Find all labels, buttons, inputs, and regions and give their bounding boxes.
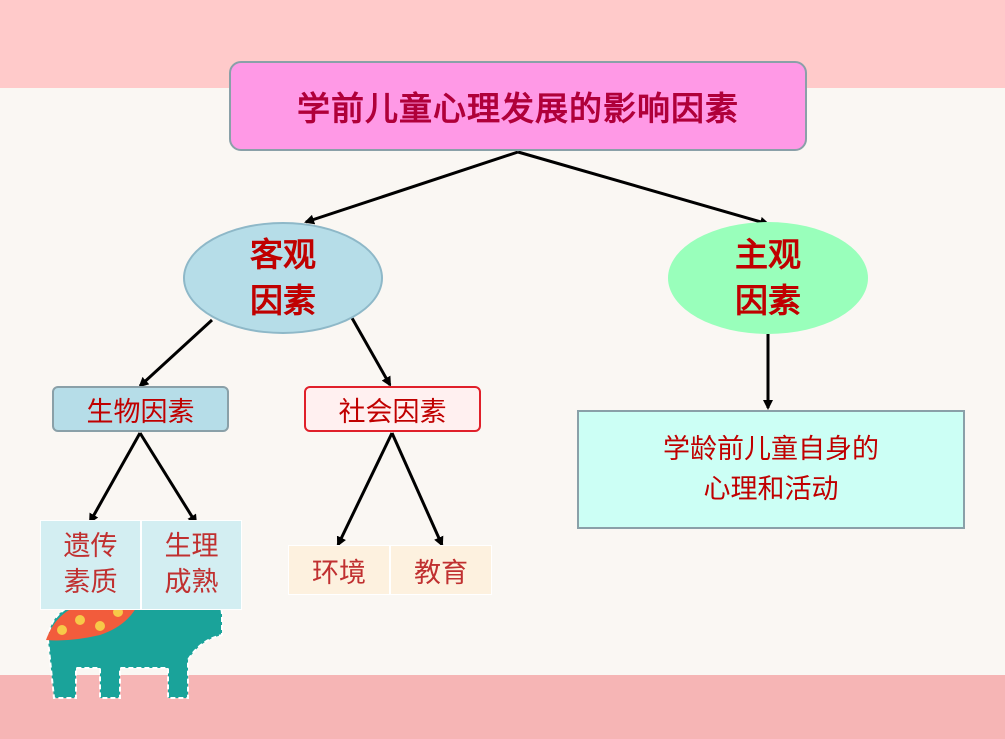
- arrow-to-social: [350, 317, 392, 387]
- diagram-title: 学前儿童心理发展的影响因素: [229, 61, 807, 151]
- education-label: 教育: [414, 557, 468, 589]
- self-activity-line1: 学龄前儿童自身的: [663, 433, 879, 465]
- environment-label: 环境: [312, 557, 366, 589]
- arrow-to-biological: [138, 318, 214, 388]
- heredity-line1: 遗传: [63, 531, 118, 562]
- maturity-line2: 成熟: [164, 567, 219, 598]
- heredity-node: 遗传 素质: [40, 520, 141, 610]
- self-activity-line2: 心理和活动: [703, 473, 839, 505]
- self-activity-node: 学龄前儿童自身的 心理和活动: [577, 410, 965, 529]
- subjective-line1: 主观: [735, 235, 801, 274]
- subjective-line2: 因素: [735, 281, 801, 320]
- subjective-factors-node: 主观 因素: [668, 222, 868, 334]
- arrow-to-maturity: [138, 432, 198, 525]
- arrow-to-environment: [336, 432, 394, 547]
- objective-line2: 因素: [250, 281, 316, 320]
- social-factors-node: 社会因素: [304, 386, 481, 432]
- heredity-line2: 素质: [63, 567, 118, 598]
- arrow-to-heredity: [88, 432, 142, 524]
- environment-node: 环境: [288, 545, 390, 595]
- social-label: 社会因素: [338, 396, 447, 428]
- maturity-node: 生理 成熟: [141, 520, 242, 610]
- education-node: 教育: [390, 545, 492, 595]
- maturity-line1: 生理: [164, 531, 219, 562]
- diagram-title-text: 学前儿童心理发展的影响因素: [297, 89, 739, 128]
- biological-factors-node: 生物因素: [52, 386, 229, 432]
- arrow-to-education: [390, 432, 444, 547]
- objective-factors-node: 客观 因素: [183, 222, 383, 334]
- biological-label: 生物因素: [86, 396, 195, 428]
- arrow-to-subjective: [517, 150, 770, 227]
- objective-line1: 客观: [250, 235, 316, 274]
- arrow-to-objective: [304, 150, 519, 225]
